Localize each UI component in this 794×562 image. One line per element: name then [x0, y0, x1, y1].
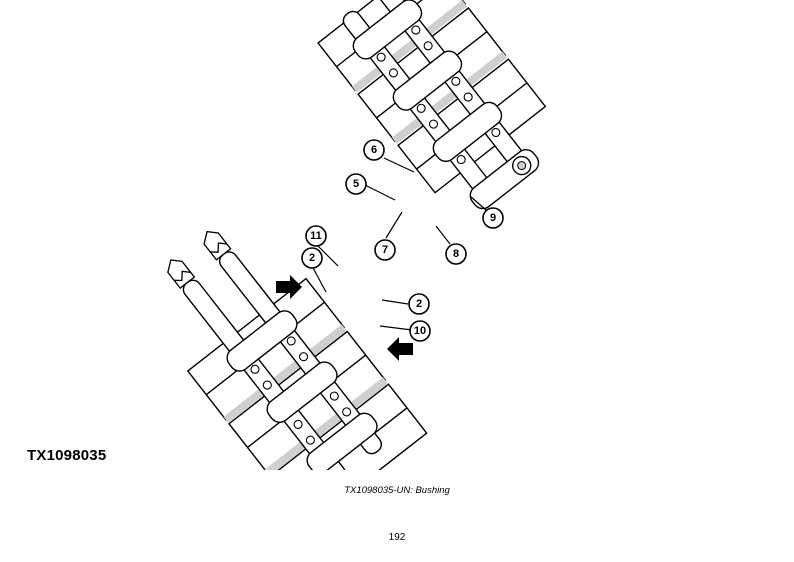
callout-11: 11	[305, 225, 327, 247]
svg-text:2: 2	[309, 252, 315, 264]
arrow-right-icon	[276, 275, 302, 299]
callout-5: 5	[345, 173, 367, 195]
callout-2-left: 2	[301, 247, 323, 269]
svg-text:8: 8	[453, 248, 459, 260]
leader-lines	[311, 157, 487, 331]
svg-text:10: 10	[414, 325, 426, 337]
upper-track-section	[317, 0, 547, 210]
track-chain-illustration: 6 5 7 8 9 11 2 2 10	[167, 0, 547, 470]
page-number: 192	[388, 532, 406, 543]
lower-track-section	[167, 230, 428, 470]
callout-9: 9	[482, 207, 504, 229]
svg-text:9: 9	[490, 212, 496, 224]
callout-10: 10	[409, 320, 431, 342]
figure-caption: TX1098035-UN: Bushing	[344, 485, 450, 496]
figure-id-label: TX1098035	[27, 447, 107, 464]
svg-text:11: 11	[310, 230, 322, 242]
svg-text:2: 2	[416, 298, 422, 310]
svg-text:7: 7	[382, 244, 388, 256]
callout-6: 6	[363, 139, 385, 161]
callout-2-right: 2	[408, 293, 430, 315]
svg-text:5: 5	[353, 178, 359, 190]
svg-text:6: 6	[371, 144, 377, 156]
callout-8: 8	[445, 243, 467, 265]
callout-7: 7	[374, 239, 396, 261]
arrow-left-icon	[387, 337, 413, 361]
